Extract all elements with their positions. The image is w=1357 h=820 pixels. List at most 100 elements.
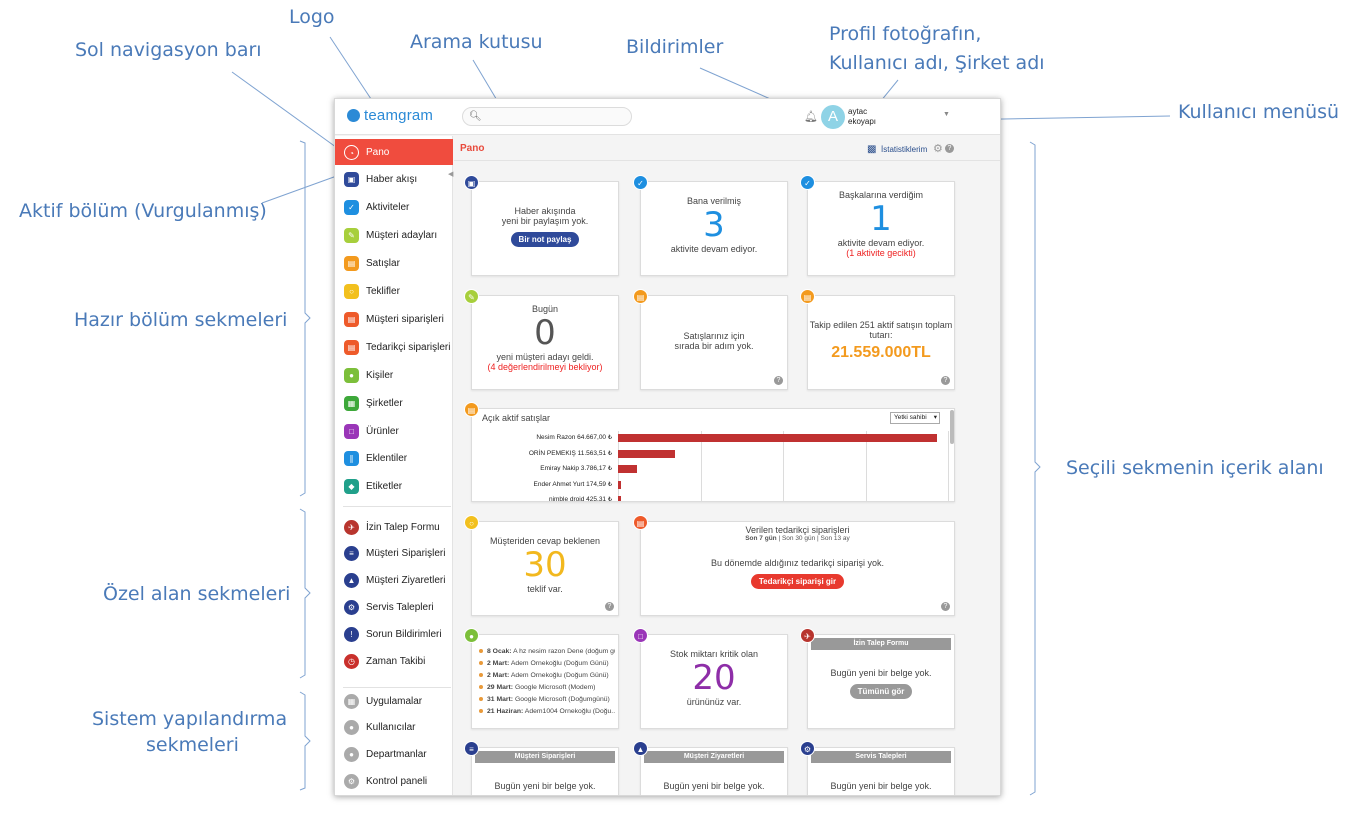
- newsfeed-line2: yeni bir paylaşım yok.: [501, 216, 589, 226]
- filter-last-7-days[interactable]: Son 7 gün: [745, 535, 777, 542]
- chart-scrollbar[interactable]: [950, 410, 954, 444]
- collapse-arrow-icon[interactable]: ◀: [448, 171, 454, 178]
- user-name: aytac: [848, 107, 868, 116]
- sidebar-item[interactable]: ●Kişiler: [335, 362, 453, 388]
- sidebar-item[interactable]: ▤Tedarikçi siparişleri: [335, 334, 453, 360]
- search-input[interactable]: 🔍︎: [462, 107, 632, 126]
- content-area: Pano ▩ İstatistiklerim ⚙ ? Haber akışınd…: [454, 136, 1000, 795]
- leads-pending[interactable]: (4 değerlendirilmeyi bekliyor): [487, 362, 603, 372]
- help-icon[interactable]: ?: [945, 144, 954, 153]
- sidebar-item-label: Satışlar: [366, 258, 400, 270]
- sidebar-item-label: Tedarikçi siparişleri: [366, 341, 451, 353]
- list-item[interactable]: 31 Mart: Google Microsoft (Doğumgünü): [479, 696, 615, 703]
- chart-bar[interactable]: [618, 465, 637, 473]
- chart-bar[interactable]: [618, 496, 621, 501]
- bullet-icon: [479, 649, 483, 654]
- pending-offers-sub: teklif var.: [527, 584, 563, 594]
- logo[interactable]: teamgram: [347, 107, 433, 124]
- enter-supplier-order-button[interactable]: Tedarikçi siparişi gir: [750, 574, 845, 589]
- pending-offers-card[interactable]: Müşteriden cevap beklenen 30 teklif var.…: [471, 521, 619, 616]
- leads-card[interactable]: Bugün 0 yeni müşteri adayı geldi. (4 değ…: [471, 295, 619, 390]
- sidebar-item[interactable]: ✎Müşteri adayları: [335, 223, 453, 249]
- list-item[interactable]: 2 Mart: Adem Örnekoğlu (Doğum Günü): [479, 672, 615, 679]
- help-icon[interactable]: ?: [941, 602, 950, 611]
- sidebar-item[interactable]: ◔Pano: [335, 139, 453, 165]
- share-note-button[interactable]: Bir not paylaş: [510, 232, 580, 247]
- sidebar-item[interactable]: ▦Uygulamalar: [335, 688, 453, 714]
- sidebar-item[interactable]: ●Kullanıcılar: [335, 715, 453, 741]
- user-menu-chevron-down-icon[interactable]: ▼: [943, 111, 950, 118]
- contact-event-text: Adem1004 Örnekoğlu (Doğu...: [524, 708, 615, 715]
- apps-icon: ▦: [344, 693, 359, 709]
- sidebar-item[interactable]: ⚙Servis Talepleri: [335, 595, 453, 621]
- sidebar-item[interactable]: ▤Müşteri siparişleri: [335, 306, 453, 332]
- annotation-profile-line1: Profil fotoğrafın,: [829, 23, 982, 45]
- help-icon[interactable]: ?: [605, 602, 614, 611]
- sidebar-item[interactable]: !Sorun Bildirimleri: [335, 622, 453, 648]
- leave-form-header: İzin Talep Formu: [811, 638, 951, 650]
- gear-icon[interactable]: ⚙: [933, 143, 943, 155]
- logo-text: teamgram: [364, 107, 434, 124]
- sidebar-item[interactable]: ▲Müşteri Ziyaretleri: [335, 568, 453, 594]
- chart-bar[interactable]: [618, 449, 675, 458]
- tracked-line1: Takip edilen 251 aktif satışın toplam: [809, 320, 953, 330]
- newsfeed-icon: ▣: [464, 175, 479, 190]
- chart-gridline: [865, 431, 867, 501]
- sidebar-item-label: Şirketler: [366, 397, 403, 409]
- chart-bar-label: ORİN PEMEKIŞ 11.563,51 ₺: [528, 449, 612, 457]
- list-item[interactable]: 2 Mart: Adem Örnekoğlu (Doğum Günü): [479, 660, 615, 667]
- supplier-order-icon: ▤: [633, 515, 648, 530]
- owner-select[interactable]: Yetki sahibi ▾: [890, 412, 940, 424]
- filter-other-periods[interactable]: | Son 30 gün | Son 13 ay: [778, 535, 850, 542]
- sidebar-item[interactable]: ◆Etiketler: [335, 474, 453, 500]
- sidebar-item[interactable]: ▤Satışlar: [335, 251, 453, 277]
- sidebar-item[interactable]: ●Departmanlar: [335, 742, 453, 768]
- user-info[interactable]: aytac ekoyapı: [848, 107, 876, 127]
- bell-icon[interactable]: 🔔︎: [804, 111, 818, 123]
- sidebar-item[interactable]: ▣Haber akışı: [335, 167, 453, 193]
- bar-chart-icon[interactable]: ▩: [867, 144, 877, 155]
- assigned-activities-card[interactable]: Bana verilmiş 3 aktivite devam ediyor.: [640, 181, 788, 276]
- sidebar-item-label: Eklentiler: [366, 453, 408, 465]
- chart-bar[interactable]: [618, 434, 937, 442]
- service-icon: ⚙: [344, 600, 359, 616]
- sidebar-item[interactable]: ≡Müşteri Siparişleri: [335, 541, 453, 567]
- sidebar-item[interactable]: ◷Zaman Takibi: [335, 649, 453, 675]
- sidebar-item[interactable]: ▦Şirketler: [335, 390, 453, 416]
- contact-event-date: 31 Mart:: [487, 696, 514, 703]
- annotation-system-line1: Sistem yapılandırma: [92, 708, 288, 730]
- list-item[interactable]: 8 Ocak: A hz nesim razon Dene (doğum gün…: [479, 648, 615, 655]
- see-all-button[interactable]: Tümünü gör: [849, 684, 913, 699]
- sidebar: ◀ ◔Pano▣Haber akışı✓Aktiviteler✎Müşteri …: [335, 136, 454, 795]
- leave-form-message: Bugün yeni bir belge yok.: [830, 668, 932, 678]
- given-late[interactable]: (1 aktivite gecikti): [846, 248, 916, 258]
- clock-icon: ◷: [344, 654, 359, 669]
- given-activities-card[interactable]: Başkalarına verdiğim 1 aktivite devam ed…: [807, 181, 955, 276]
- list-item[interactable]: 29 Mart: Google Microsoft (Modem): [479, 684, 615, 691]
- pending-offers-count: 30: [523, 545, 567, 585]
- chart-bar-label: nimble droid 425,31 ₺: [548, 496, 612, 502]
- chart-gridline: [783, 431, 784, 501]
- avatar[interactable]: A: [821, 105, 845, 129]
- bullet-icon: [479, 697, 483, 702]
- assigned-count: 3: [703, 205, 725, 245]
- sidebar-item[interactable]: ∥Eklentiler: [335, 446, 453, 472]
- sidebar-item[interactable]: □Ürünler: [335, 418, 453, 444]
- sidebar-item[interactable]: ⚙Kontrol paneli: [335, 769, 453, 795]
- next-step-line2: sırada bir adım yok.: [674, 341, 754, 351]
- sidebar-item-label: Departmanlar: [366, 749, 427, 761]
- chart-bar[interactable]: [618, 480, 621, 489]
- control-panel-icon: ⚙: [344, 774, 359, 790]
- statistics-link[interactable]: İstatistiklerim: [881, 145, 928, 154]
- critical-stock-card[interactable]: Stok miktarı kritik olan 20 ürününüz var…: [640, 634, 788, 729]
- chart-bar-label: Nesim Razon 64.667,00 ₺: [536, 434, 612, 441]
- list-item[interactable]: 21 Haziran: Adem1004 Örnekoğlu (Doğu...: [479, 708, 615, 715]
- sidebar-item[interactable]: ✓Aktiviteler: [335, 195, 453, 221]
- help-icon[interactable]: ?: [774, 376, 783, 385]
- sidebar-item[interactable]: ✈İzin Talep Formu: [335, 514, 453, 540]
- assigned-title: Bana verilmiş: [686, 196, 742, 206]
- help-icon[interactable]: ?: [941, 376, 950, 385]
- sidebar-item[interactable]: ○Teklifler: [335, 279, 453, 305]
- tracked-sales-card[interactable]: Takip edilen 251 aktif satışın toplam tu…: [807, 295, 955, 390]
